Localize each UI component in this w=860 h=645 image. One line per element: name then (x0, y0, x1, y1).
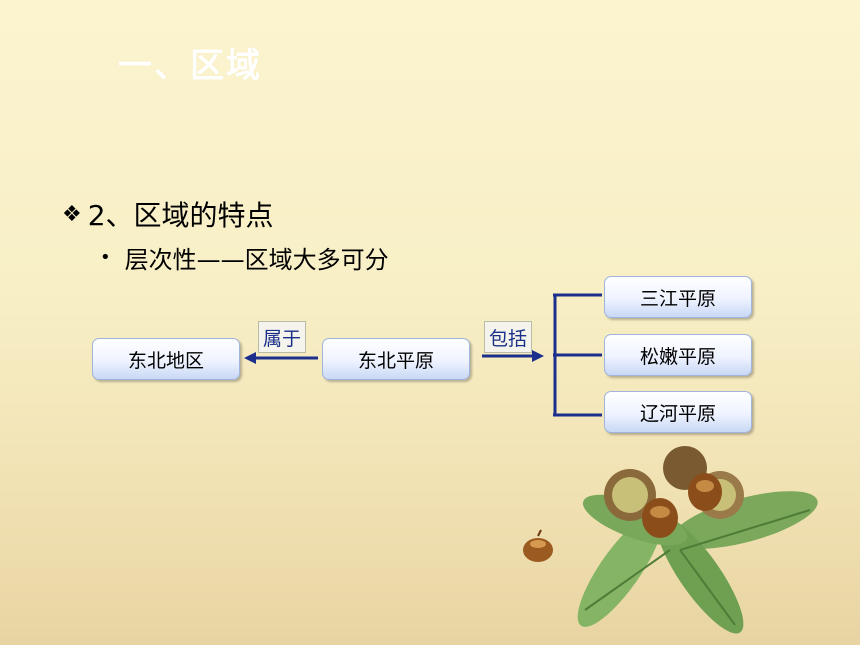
box-songnen-plain: 松嫩平原 (604, 334, 752, 376)
chestnuts-with-leaves-icon (523, 446, 818, 634)
label-includes: 包括 (484, 321, 533, 353)
section-heading-text: 2、区域的特点 (87, 199, 274, 232)
diamond-bullet-icon: ❖ (62, 201, 82, 227)
includes-arrowhead-icon (532, 350, 544, 362)
bullet-dot-icon: • (100, 247, 111, 268)
section-heading: ❖ 2、区域的特点 (62, 194, 274, 234)
box-northeast-plain: 东北平原 (322, 338, 470, 380)
slide-title: 一、区域 (118, 46, 262, 86)
label-belongs: 属于 (258, 321, 307, 353)
box-northeast-region: 东北地区 (92, 338, 240, 380)
box-sanjiang-plain: 三江平原 (604, 276, 752, 318)
box-liaohe-plain: 辽河平原 (604, 391, 752, 433)
belongs-arrowhead-icon (244, 352, 256, 364)
sub-point-text: 层次性——区域大多可分 (124, 246, 389, 274)
sub-point: • 层次性——区域大多可分 (100, 240, 389, 275)
